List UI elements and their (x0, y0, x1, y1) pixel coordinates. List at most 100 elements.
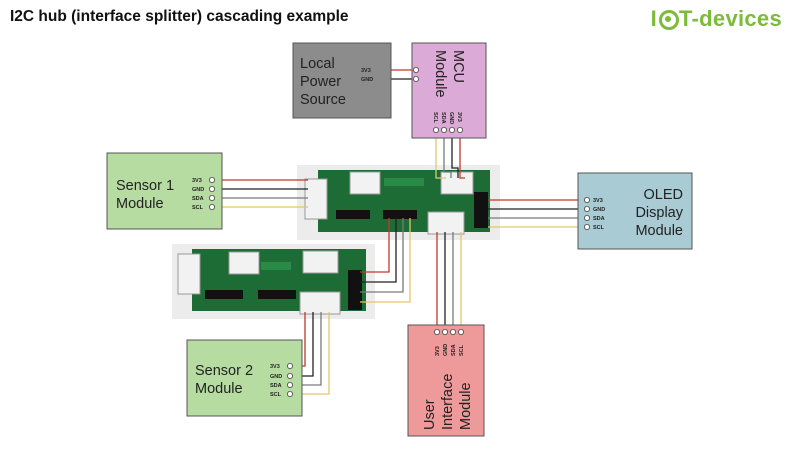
hub-board-1-connector-left (304, 178, 328, 220)
sensor2-box (186, 339, 303, 417)
hub-board-2-silkscreen (261, 262, 291, 270)
oled-pin-label-gnd: GND (593, 207, 605, 213)
sensor1-pin-label-gnd: GND (192, 187, 204, 193)
mcu-label-line-2: Module (432, 50, 448, 98)
ui-label-line-1: User (422, 399, 438, 430)
sensor1-pin-label-3v3: 3V3 (192, 178, 202, 184)
ui-pin-scl-terminal (457, 328, 464, 335)
power-pin-label-3v3: 3V3 (361, 68, 371, 74)
wire-mcu-3v3 (459, 130, 465, 179)
wire-sensor2-scl (292, 312, 330, 395)
ui-pin-gnd-terminal (441, 328, 448, 335)
sensor2-pin-3v3-terminal (286, 362, 293, 369)
sensor1-pin-gnd-terminal (208, 185, 215, 192)
hub-board-1-pin-header-a (336, 210, 370, 219)
mcu-box (411, 42, 487, 139)
wire-cascade-sda (360, 218, 404, 293)
sensor2-pin-label-scl: SCL (270, 392, 282, 398)
ui-label-line-2: Interface (440, 374, 456, 430)
mcu-pin-label-scl: SCL (432, 112, 438, 124)
oled-pin-label-3v3: 3V3 (593, 198, 603, 204)
hub-board-2 (172, 244, 375, 319)
wire-cascade-scl (360, 218, 411, 303)
mcu-pin-label-3v3: 3V3 (456, 112, 462, 122)
ui-pin-3v3-terminal (433, 328, 440, 335)
wire-cascade-gnd (360, 218, 397, 283)
local-power-source-module: Local Power Source 3V3 GND (292, 42, 392, 119)
sensor1-pin-sda-terminal (208, 194, 215, 201)
hub-board-2-connector-left (177, 253, 201, 295)
sensor-1-module: Sensor 1 Module 3V3 GND SDA SCL (106, 152, 223, 230)
wire-mcu-gnd (451, 130, 459, 178)
sensor2-pin-scl-terminal (286, 390, 293, 397)
oled-pin-gnd-terminal (584, 205, 591, 212)
sensor2-pin-label-sda: SDA (270, 383, 282, 389)
logo-prefix: I (650, 6, 658, 31)
hub-board-2-connector-top-a (228, 251, 260, 275)
power-pin-label-gnd: GND (361, 77, 373, 83)
hub-board-1-connector-top-a (349, 171, 381, 195)
hub-board-1-pin-header-right (474, 192, 488, 228)
sensor1-box (106, 152, 223, 230)
ui-pin-label-scl: SCL (459, 344, 465, 356)
hub-board-1-pin-header-b (383, 210, 417, 219)
mcu-label-line-1: MCU (450, 50, 466, 83)
oled-box (577, 172, 693, 250)
sensor1-label-line-2: Module (116, 196, 164, 212)
power-box (292, 42, 392, 119)
power-label-line-3: Source (300, 92, 346, 108)
mcu-pin-gnd-terminal-b (448, 127, 455, 134)
hub-board-1-silkscreen (384, 178, 424, 186)
page-title: I2C hub (interface splitter) cascading e… (10, 8, 349, 25)
sensor1-pin-3v3-terminal (208, 176, 215, 183)
oled-pin-scl-terminal (584, 223, 591, 230)
oled-pin-3v3-terminal (584, 196, 591, 203)
mcu-pin-3v3-terminal-b (456, 127, 463, 134)
hub-board-1 (297, 165, 500, 240)
mcu-module: MCU Module SCL SDA GND 3V3 (411, 42, 487, 139)
sensor1-pin-scl-terminal (208, 203, 215, 210)
wire-mcu-sda (443, 130, 452, 178)
sensor1-pin-label-sda: SDA (192, 196, 204, 202)
mcu-pin-label-gnd: GND (448, 112, 454, 124)
sensor2-pin-label-gnd: GND (270, 374, 282, 380)
ui-box (407, 324, 485, 437)
mcu-pin-3v3-terminal (412, 67, 419, 74)
hub-board-2-connector-bottom (299, 291, 341, 315)
hub-board-1-connector-bottom (427, 211, 465, 235)
mcu-pin-sda-terminal (440, 127, 447, 134)
hub-board-2-pin-header-b (258, 290, 296, 299)
sensor1-label-line-1: Sensor 1 (116, 178, 174, 194)
hub-board-2-pin-header-a (205, 290, 243, 299)
oled-display-module: OLED Display Module 3V3 GND SDA SCL (577, 172, 693, 250)
sensor1-pin-label-scl: SCL (192, 205, 204, 211)
mcu-pin-scl-terminal (432, 127, 439, 134)
oled-label-line-3: Module (635, 223, 683, 239)
wire-cascade-3v3 (360, 218, 390, 273)
oled-pin-label-scl: SCL (593, 225, 605, 231)
wire-mcu-scl (435, 130, 446, 179)
oled-pin-label-sda: SDA (593, 216, 605, 222)
gear-icon (658, 9, 680, 30)
mcu-pin-gnd-terminal (412, 76, 419, 83)
sensor2-pin-label-3v3: 3V3 (270, 364, 280, 370)
hub-board-1-connector-top-b (440, 171, 474, 195)
sensor2-label-line-2: Module (195, 381, 243, 397)
ui-pin-sda-terminal (449, 328, 456, 335)
ui-pin-label-gnd: GND (443, 344, 449, 356)
wires (216, 69, 584, 395)
hub-board-2-connector-top-b (302, 250, 339, 274)
hub-board-2-pin-header-right (348, 270, 362, 310)
ui-pin-label-sda: SDA (451, 344, 457, 356)
sensor2-pin-gnd-terminal (286, 372, 293, 379)
oled-label-line-2: Display (635, 205, 683, 221)
sensor2-pin-sda-terminal (286, 381, 293, 388)
oled-label-line-1: OLED (644, 187, 684, 203)
sensor-2-module: Sensor 2 Module 3V3 GND SDA SCL (186, 339, 303, 417)
power-label-line-2: Power (300, 74, 341, 90)
power-label-line-1: Local (300, 56, 335, 72)
sensor2-label-line-1: Sensor 2 (195, 363, 253, 379)
